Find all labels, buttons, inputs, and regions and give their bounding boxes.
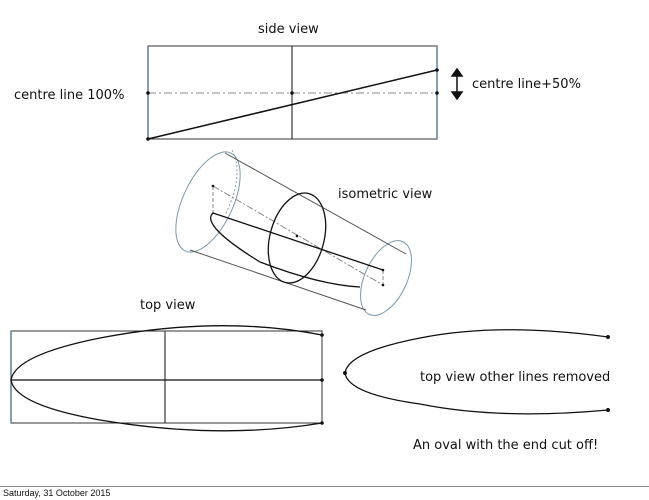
oval-only-drawing <box>343 329 610 415</box>
sloped-centre-line <box>147 69 438 140</box>
top-view-drawing <box>10 325 324 432</box>
isometric-drawing <box>175 149 412 316</box>
cylinder-left-end <box>175 151 241 253</box>
cross-section-circle <box>267 192 327 284</box>
footer-date: Saturday, 31 October 2015 <box>3 488 111 498</box>
top-view-frame <box>10 330 323 424</box>
top-view-removed-label: top view other lines removed <box>420 370 611 385</box>
oval-note-label: An oval with the end cut off! <box>413 438 599 453</box>
side-view-drawing <box>146 45 439 141</box>
footer-divider <box>0 486 649 487</box>
centre-line-50-label: centre line+50% <box>472 77 581 92</box>
centre-line-100-label: centre line 100% <box>14 88 125 103</box>
isometric-view-label: isometric view <box>338 187 433 202</box>
cylinder-right-end <box>360 240 412 316</box>
side-view-label: side view <box>258 22 319 37</box>
top-view-oval <box>10 325 323 432</box>
double-arrow-icon <box>450 67 464 101</box>
top-view-label: top view <box>140 298 196 313</box>
oblique-oval <box>210 212 384 288</box>
